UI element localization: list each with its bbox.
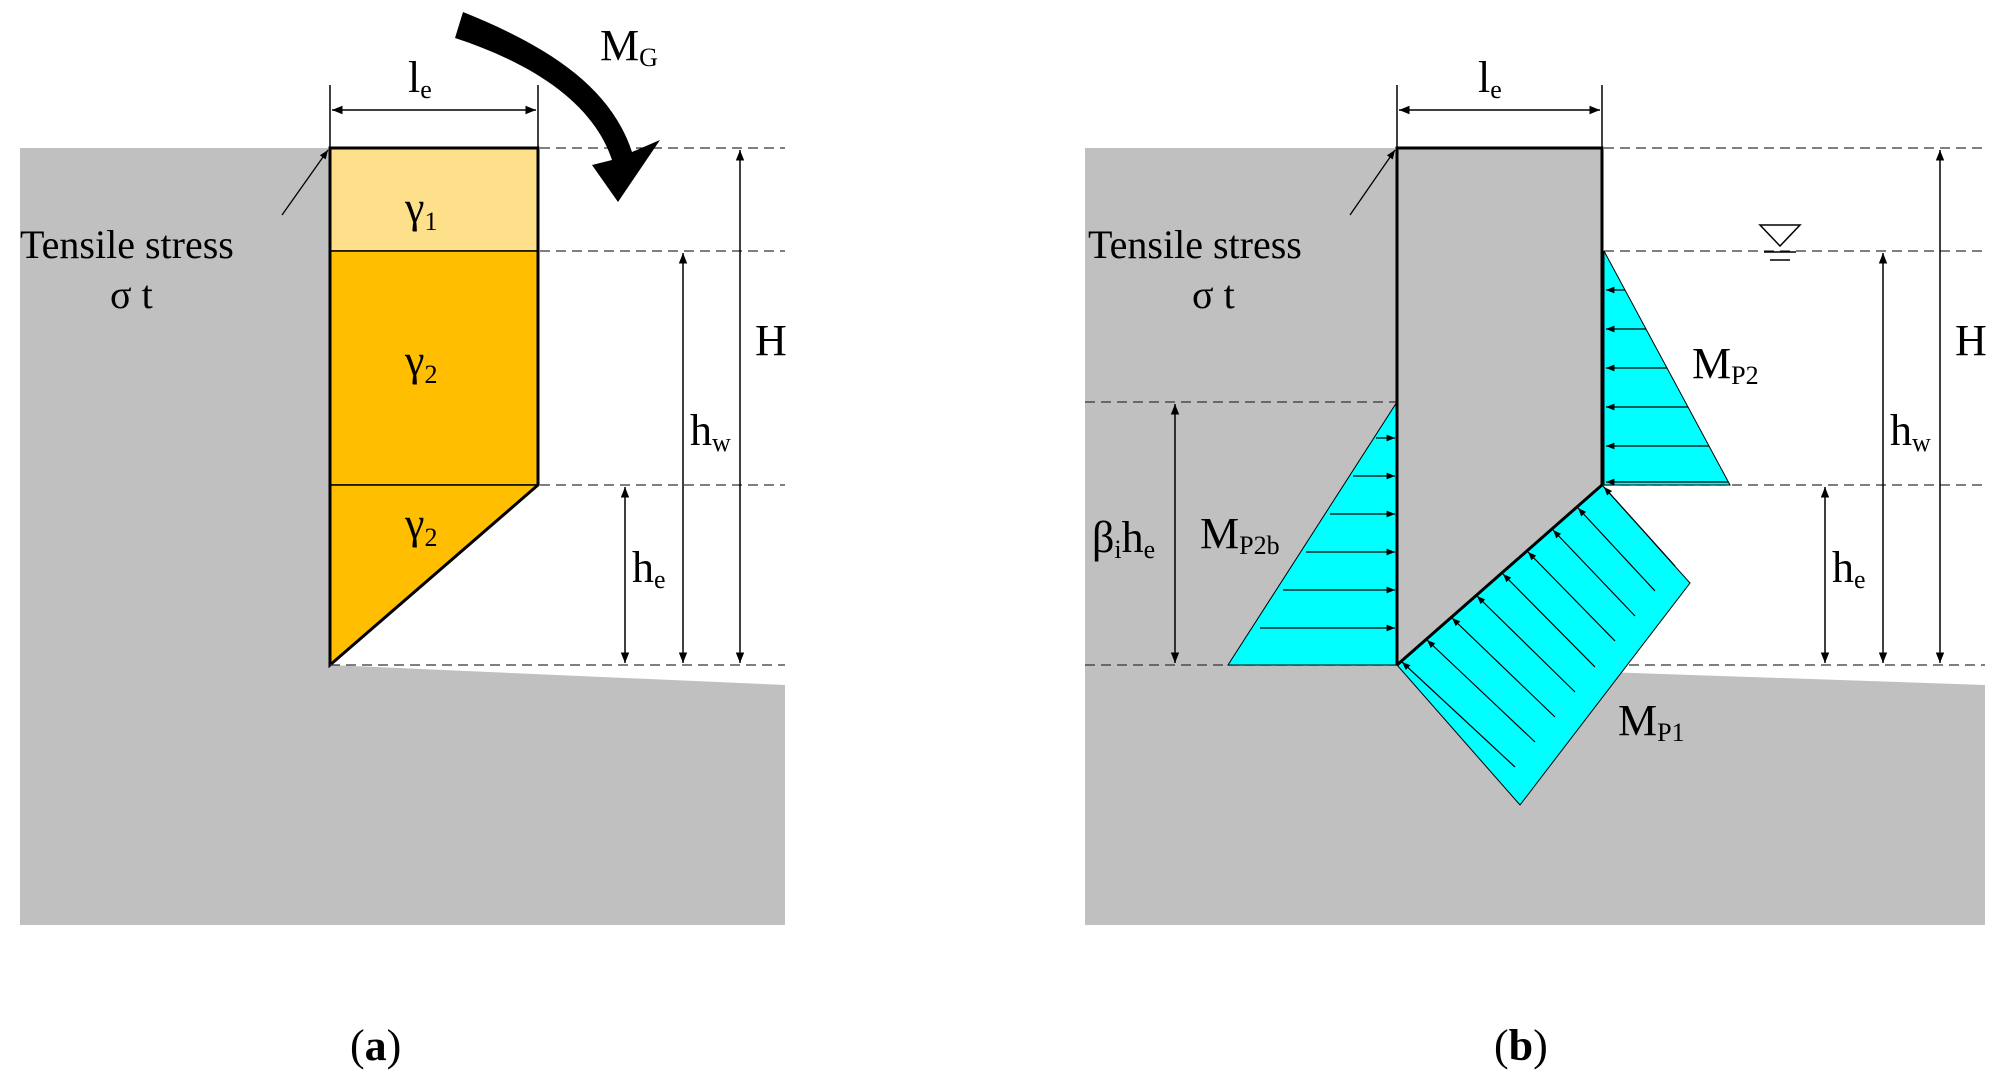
width-label-a: le bbox=[408, 53, 432, 104]
tensile-label-b-line2: σ t bbox=[1192, 272, 1235, 317]
tensile-pointer-b bbox=[1349, 149, 1396, 216]
block-outline-a bbox=[328, 146, 540, 669]
panel-b: le Tensile stress σ t MP2 MP2b MP1 βihe … bbox=[1085, 53, 1987, 1070]
dim-he-a: he bbox=[632, 543, 666, 594]
ground-b bbox=[1085, 148, 1985, 925]
mp2b-label: MP2b bbox=[1200, 509, 1280, 560]
caption-a: (a) bbox=[350, 1021, 401, 1070]
dashed-lines-a bbox=[330, 147, 785, 666]
height-dimensions-a bbox=[620, 150, 745, 663]
dim-H-b: H bbox=[1955, 316, 1987, 365]
mp2-label: MP2 bbox=[1692, 339, 1759, 390]
pressure-mp1 bbox=[1396, 484, 1691, 806]
caption-b: (b) bbox=[1494, 1021, 1548, 1070]
layer-3-label: γ2 bbox=[404, 499, 437, 552]
width-label-b: le bbox=[1478, 53, 1502, 104]
tensile-label-a-line1: Tensile stress bbox=[20, 222, 234, 267]
dim-hw-a: hw bbox=[690, 406, 731, 457]
tensile-label-a-line2: σ t bbox=[110, 272, 153, 317]
layer-2-a bbox=[329, 250, 539, 486]
block-fill-b bbox=[1397, 148, 1602, 488]
dim-he-b: he bbox=[1832, 543, 1866, 594]
height-dimensions-b bbox=[1820, 150, 1945, 663]
mp1-label: MP1 bbox=[1618, 696, 1685, 747]
panel-a: le MG Tensile stress σ t γ1 γ2 γ2 H hw h… bbox=[20, 12, 787, 1070]
dim-hw-b: hw bbox=[1890, 406, 1931, 457]
tensile-pointer-a bbox=[281, 149, 329, 216]
water-level-icon bbox=[1758, 224, 1802, 261]
layer-2-label: γ2 bbox=[404, 336, 437, 389]
ground-a bbox=[20, 148, 785, 925]
moment-label-a: MG bbox=[600, 21, 658, 72]
tensile-label-b-line1: Tensile stress bbox=[1088, 222, 1302, 267]
width-dimension-b bbox=[1396, 85, 1603, 148]
beta-label: βihe bbox=[1092, 513, 1155, 564]
pressure-mp2b bbox=[1227, 400, 1398, 666]
moment-arrow-icon bbox=[455, 12, 660, 202]
width-dimension-a bbox=[329, 85, 539, 148]
dim-H-a: H bbox=[755, 316, 787, 365]
pressure-mp2 bbox=[1603, 250, 1731, 486]
layer-1-label: γ1 bbox=[404, 183, 437, 236]
